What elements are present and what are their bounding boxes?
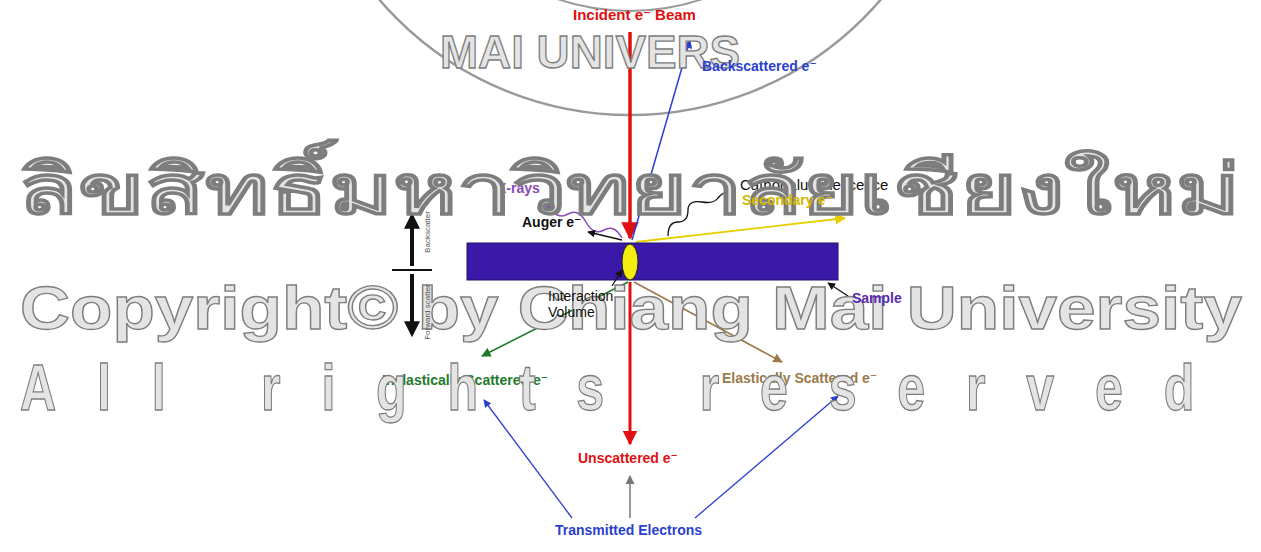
part-label: Sample bbox=[852, 290, 902, 306]
beam-label: Incident e⁻ Beam bbox=[573, 6, 696, 23]
signal-label: Auger e⁻ bbox=[522, 214, 582, 230]
signal-label: Unscattered e⁻ bbox=[578, 450, 678, 466]
direction-label: Backscatter bbox=[423, 211, 432, 253]
pointer-arrow bbox=[629, 476, 631, 518]
signal-label: Secondary e⁻ bbox=[742, 192, 833, 208]
watermark-rights: All rights reserved bbox=[20, 352, 1235, 426]
part-label: Interaction Volume bbox=[548, 288, 636, 320]
watermark-thai: ลิขสิทธิ์มหาวิทยาลัยเชียงใหม่ bbox=[18, 150, 1240, 231]
auger-arrow bbox=[588, 232, 622, 240]
sample-plane-bar bbox=[392, 269, 432, 271]
direction-label: Forward scatter bbox=[423, 284, 432, 340]
watermark-seal-text: MAI UNIVERS bbox=[440, 26, 740, 79]
watermark-copyright: Copyright© by Chiang Mai University bbox=[20, 272, 1242, 343]
group-label: Transmitted Electrons bbox=[555, 522, 702, 538]
signal-label: Backscattered e⁻ bbox=[702, 58, 817, 74]
